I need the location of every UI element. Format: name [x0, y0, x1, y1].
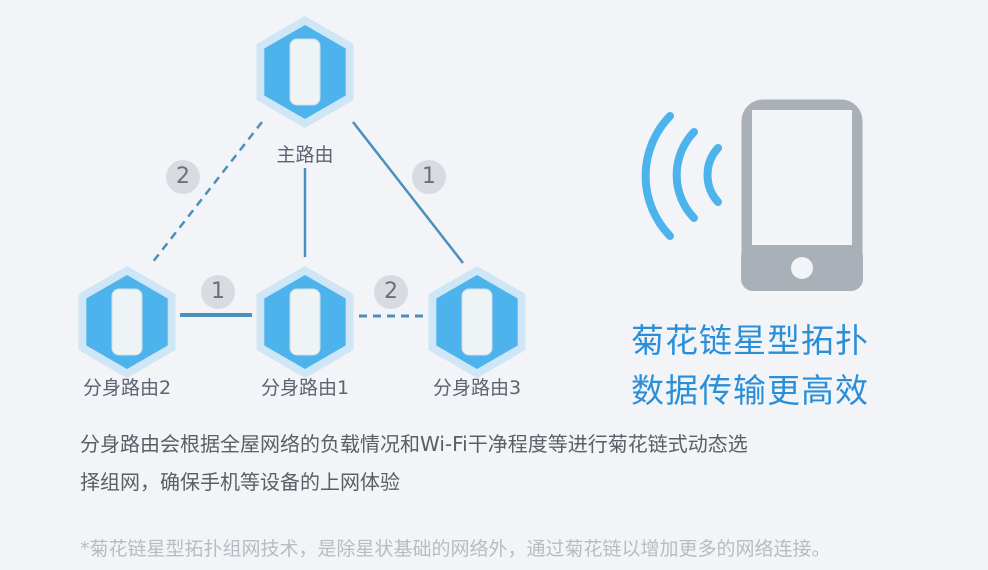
- description-line2: 择组网，确保手机等设备的上网体验: [80, 470, 400, 494]
- priority-badge: 2: [166, 160, 200, 194]
- node-label-sub2: 分身路由2: [82, 377, 172, 399]
- headline-line2: 数据传输更高效: [631, 371, 869, 410]
- router-node-sub2: [78, 266, 176, 378]
- priority-badge: 1: [412, 160, 446, 194]
- node-label-main: 主路由: [276, 144, 334, 166]
- headline-line1: 菊花链星型拓扑: [631, 321, 869, 360]
- wifi-signal-icon: [641, 112, 722, 240]
- phone-icon: [741, 99, 863, 291]
- router-node-sub3: [428, 266, 526, 378]
- router-device-icon: [111, 288, 143, 356]
- link-main-sub2: [151, 121, 263, 264]
- node-label-sub1: 分身路由1: [260, 377, 350, 399]
- link-main-sub3: [352, 121, 464, 264]
- footnote: *菊花链星型拓扑组网技术，是除星状基础的网络外，通过菊花链以增加更多的网络连接。: [80, 538, 831, 560]
- priority-badge: 1: [201, 275, 235, 309]
- router-device-icon: [289, 288, 321, 356]
- router-node-main: [256, 16, 354, 128]
- router-node-sub1: [256, 266, 354, 378]
- router-device-icon: [289, 38, 321, 106]
- description-line1: 分身路由会根据全屋网络的负载情况和Wi-Fi干净程度等进行菊花链式动态选: [80, 432, 748, 456]
- router-device-icon: [461, 288, 493, 356]
- priority-badge: 2: [374, 275, 408, 309]
- node-label-sub3: 分身路由3: [432, 377, 522, 399]
